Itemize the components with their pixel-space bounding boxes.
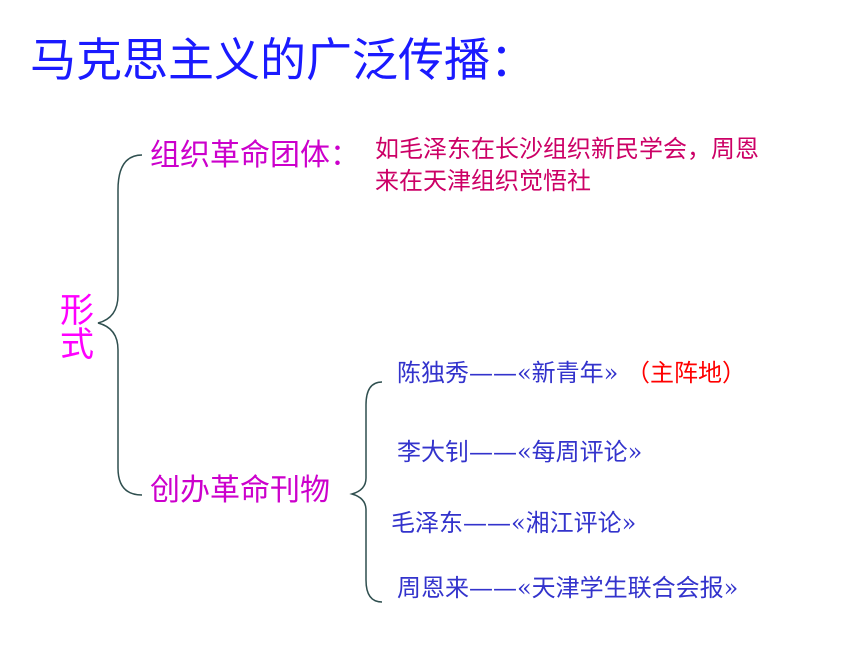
branch-label-journals: 创办革命刊物: [150, 473, 330, 508]
journal-brace: [349, 381, 383, 603]
branch-description-organizations: 如毛泽东在长沙组织新民学会，周恩 来在天津组织觉悟社: [375, 133, 845, 197]
journal-note: （主阵地）: [626, 359, 747, 387]
journal-dash: ——: [469, 574, 517, 602]
description-line-1: 如毛泽东在长沙组织新民学会，周恩: [375, 135, 759, 163]
root-char-1: 形: [60, 291, 94, 331]
description-line-2: 来在天津组织觉悟社: [375, 167, 591, 195]
journal-person: 周恩来: [397, 574, 469, 602]
main-brace: [97, 154, 143, 496]
journal-dash: ——: [469, 438, 517, 466]
journal-person: 毛泽东: [391, 509, 463, 537]
journal-item: 毛泽东——«湘江评论»: [391, 507, 636, 539]
journal-title: «天津学生联合会报»: [517, 574, 739, 602]
journal-title: «湘江评论»: [511, 509, 637, 537]
journal-person: 陈独秀: [397, 359, 469, 387]
journal-title: «每周评论»: [517, 438, 643, 466]
root-char-2: 式: [60, 325, 94, 365]
journal-item: 陈独秀——«新青年» （主阵地）: [397, 357, 746, 389]
journal-person: 李大钊: [397, 438, 469, 466]
journal-title: «新青年»: [517, 359, 619, 387]
page-title: 马克思主义的广泛传播：: [30, 33, 536, 87]
branch-label-organizations: 组织革命团体：: [150, 138, 360, 173]
journal-dash: ——: [469, 359, 517, 387]
journal-dash: ——: [463, 509, 511, 537]
journal-item: 李大钊——«每周评论»: [397, 436, 642, 468]
journal-item: 周恩来——«天津学生联合会报»: [397, 572, 738, 604]
